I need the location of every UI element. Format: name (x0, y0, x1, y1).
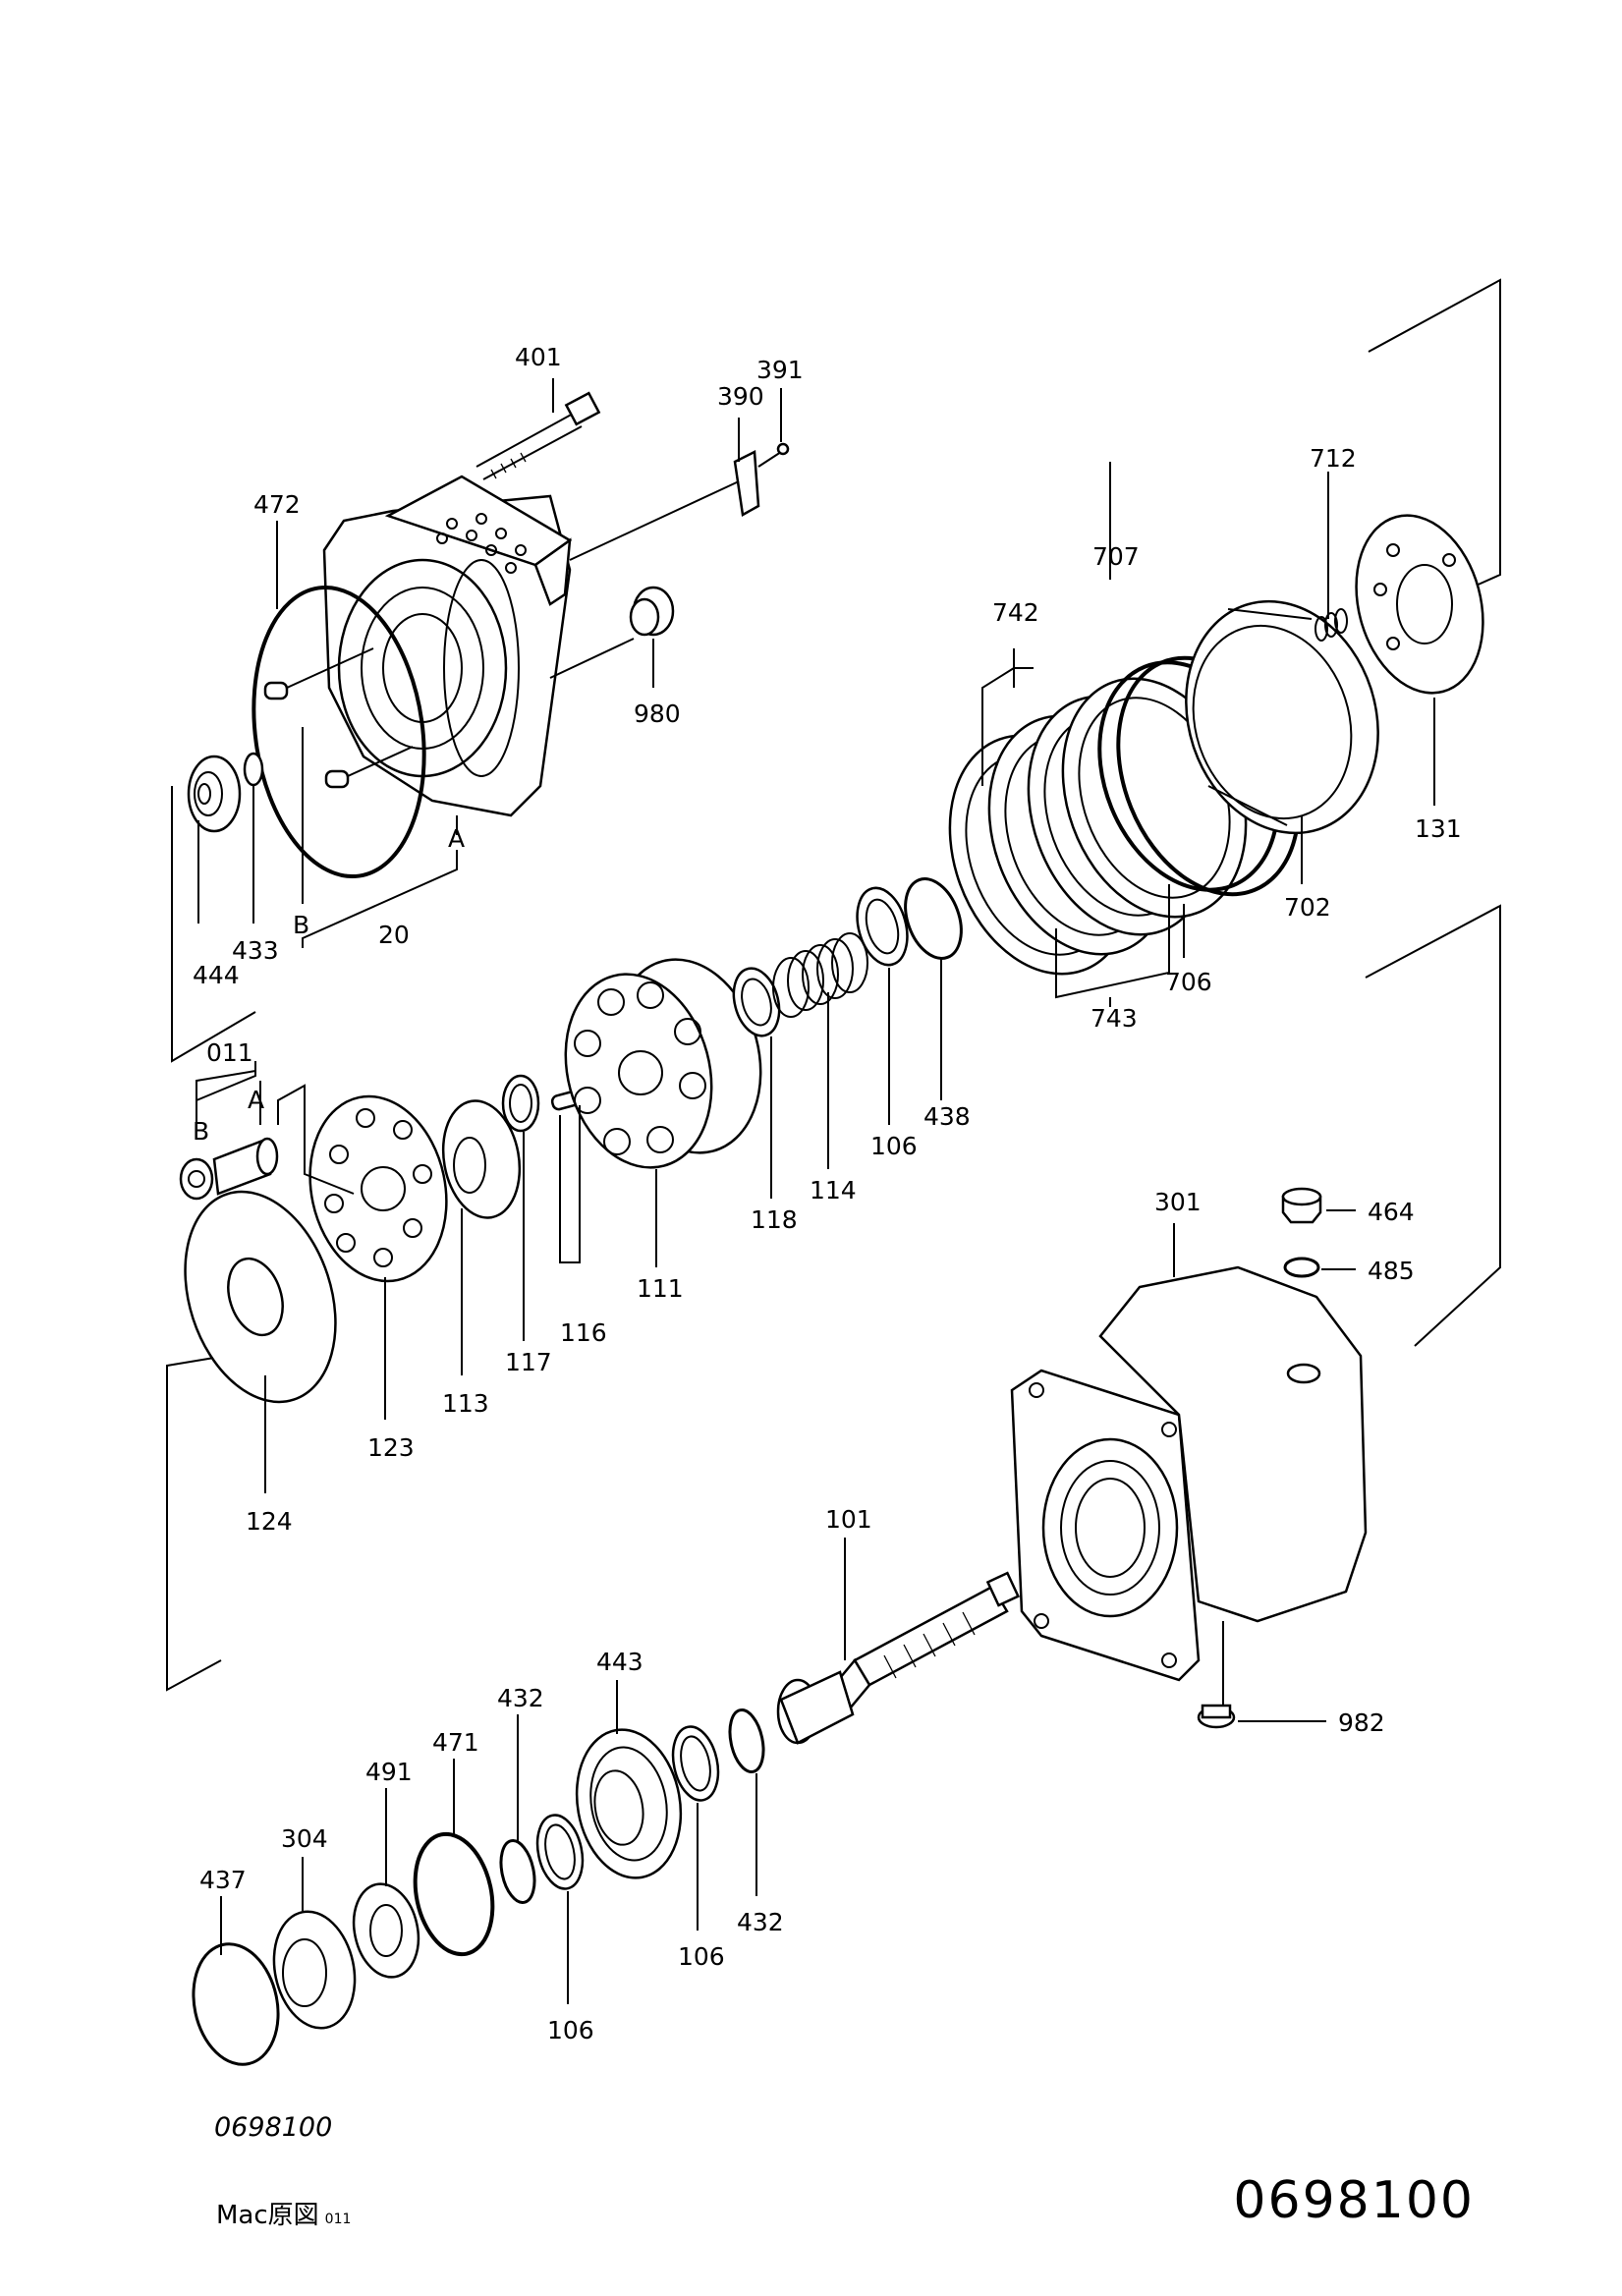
drawing-number: 0698100 (1233, 2171, 1475, 2230)
label-390: 390 (717, 382, 764, 411)
valve-plate-123 (308, 1094, 448, 1283)
drawing-number-italic: 0698100 (214, 2112, 333, 2143)
bolt-401 (475, 391, 601, 480)
label-443: 443 (596, 1648, 643, 1676)
ring-117 (501, 1074, 540, 1133)
label-472: 472 (253, 490, 301, 519)
snap-ring-438 (904, 877, 963, 960)
label-A-top: A (448, 824, 465, 853)
label-106-lower-right: 106 (678, 1942, 725, 1971)
snap-ring-432-right (728, 1708, 765, 1773)
label-B-pin: B (193, 1117, 209, 1146)
frame-lines (166, 278, 1501, 1692)
label-432-lower: 432 (737, 1908, 784, 1936)
label-742: 742 (992, 598, 1039, 627)
leader-lines (196, 378, 1435, 2004)
label-712: 712 (1310, 444, 1357, 473)
label-982: 982 (1338, 1708, 1385, 1737)
valve-plate-131 (1355, 514, 1484, 695)
label-471: 471 (432, 1728, 479, 1757)
ring-106-upper (856, 886, 909, 967)
mac-small-code: 011 (324, 2212, 352, 2227)
pin-assembly-011 (179, 1137, 279, 1201)
plug-982 (1197, 1621, 1236, 1729)
snap-ring-432-left (499, 1839, 536, 1904)
label-124: 124 (246, 1507, 293, 1536)
ring-118 (732, 967, 781, 1037)
mac-label-text: Mac原図 (216, 2201, 319, 2230)
label-106-lower-left: 106 (547, 2016, 594, 2044)
label-743: 743 (1091, 1004, 1138, 1033)
mac-original-label: Mac原図 011 (216, 2195, 351, 2231)
label-301: 301 (1154, 1188, 1202, 1216)
label-438: 438 (923, 1102, 971, 1131)
cover-304 (272, 1910, 357, 2030)
seal-491 (352, 1882, 420, 1979)
ring-106-left (535, 1814, 585, 1890)
label-980: 980 (634, 700, 681, 728)
thrust-washer-124 (184, 1190, 337, 1404)
bearing-443 (575, 1728, 683, 1879)
label-011: 011 (206, 1038, 253, 1067)
label-432-upper: 432 (497, 1684, 544, 1712)
label-444: 444 (193, 961, 240, 989)
label-304: 304 (281, 1824, 328, 1853)
label-111: 111 (637, 1274, 684, 1303)
nameplate-390 (569, 442, 790, 561)
label-106-upper: 106 (870, 1132, 918, 1160)
label-464: 464 (1368, 1198, 1415, 1226)
oring-485 (1283, 1257, 1320, 1278)
label-491: 491 (365, 1758, 413, 1786)
spherical-bushing-113 (441, 1099, 522, 1219)
label-A-pin: A (248, 1086, 264, 1114)
label-113: 113 (442, 1389, 489, 1418)
label-707: 707 (1092, 542, 1140, 571)
spring-114 (772, 932, 868, 1018)
plug-464 (1281, 1187, 1322, 1224)
snap-ring-437 (192, 1942, 280, 2066)
spring-712 (1314, 608, 1348, 642)
cylinder-block-111 (564, 958, 762, 1169)
label-485: 485 (1368, 1257, 1415, 1285)
label-117: 117 (505, 1348, 552, 1376)
label-101: 101 (825, 1505, 872, 1534)
label-118: 118 (751, 1205, 798, 1234)
part-labels: 401 391 390 472 980 444 433 B A 20 011 A… (193, 343, 1462, 2044)
label-20: 20 (378, 921, 410, 949)
shaft-101 (776, 1571, 1021, 1745)
label-131: 131 (1415, 814, 1462, 843)
label-702: 702 (1284, 893, 1331, 922)
label-116: 116 (560, 1318, 607, 1347)
label-123: 123 (367, 1433, 415, 1462)
label-401: 401 (515, 343, 562, 371)
ring-106-right (671, 1725, 720, 1802)
casing-301 (1010, 1265, 1368, 1682)
plug-980 (549, 586, 675, 679)
label-B-top: B (293, 911, 309, 939)
label-433: 433 (232, 936, 279, 965)
label-391: 391 (756, 356, 804, 384)
label-114: 114 (810, 1176, 857, 1204)
housing-20 (252, 475, 573, 879)
bearing-444 (187, 752, 264, 833)
label-437: 437 (199, 1866, 247, 1894)
label-706: 706 (1165, 968, 1212, 996)
oring-471 (413, 1831, 495, 1957)
